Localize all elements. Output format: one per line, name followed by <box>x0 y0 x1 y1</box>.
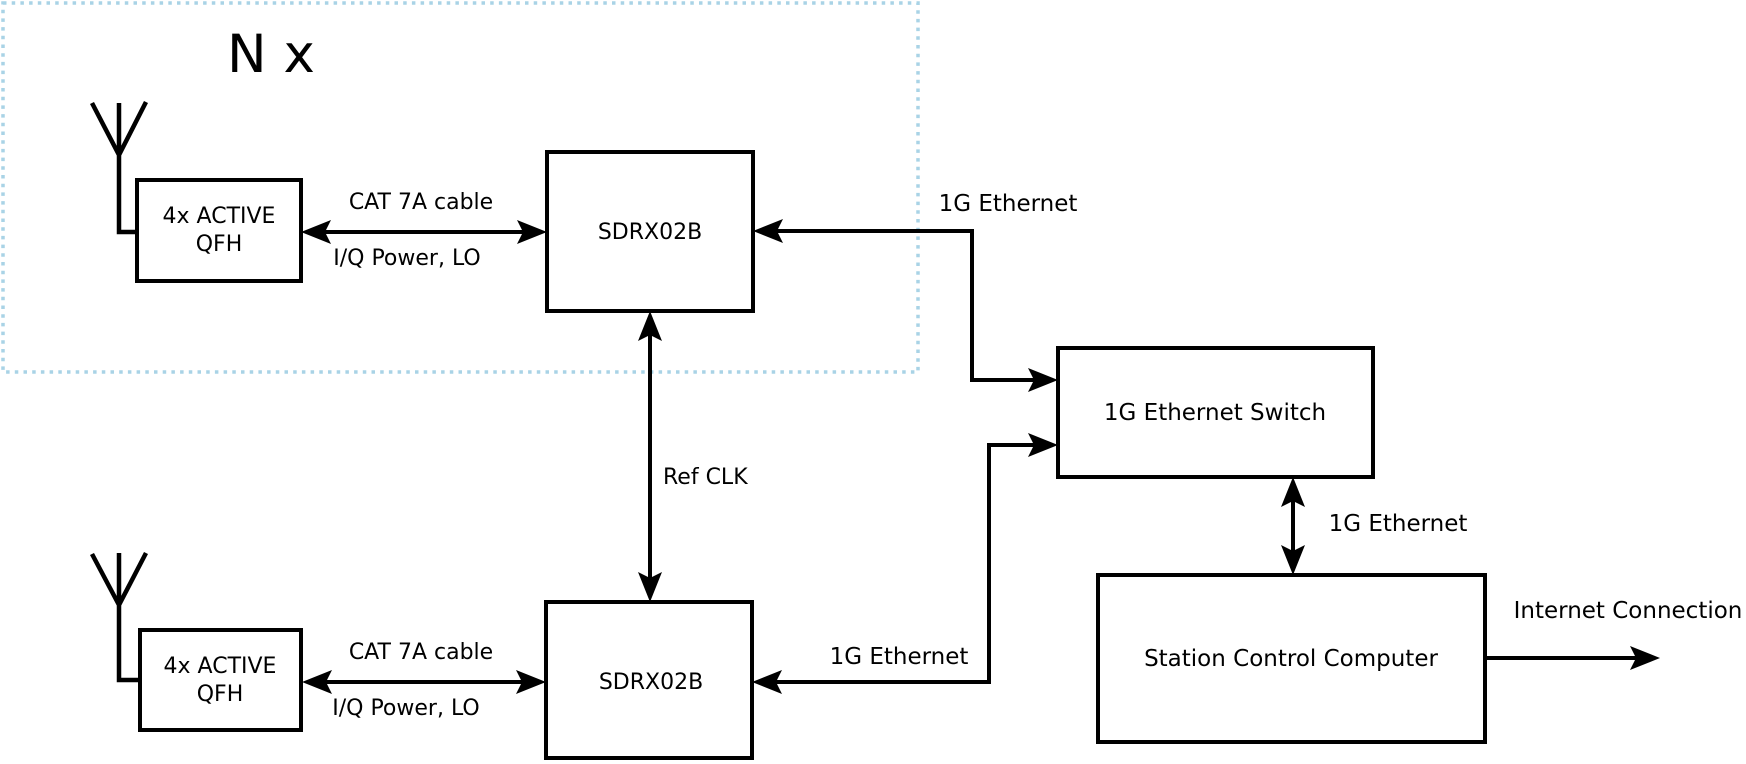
node-ethernet-switch: 1G Ethernet Switch <box>1056 346 1375 479</box>
arrowhead-up-icon <box>638 311 662 341</box>
ethernet-switch-box <box>1056 346 1375 479</box>
arrowhead-right-icon <box>517 220 547 244</box>
ethernet-switch-label: 1G Ethernet Switch <box>1104 400 1326 426</box>
arrowhead-left-icon <box>301 220 331 244</box>
arrowhead-right-icon <box>516 670 546 694</box>
connector-ethernet-bottom: 1G Ethernet <box>752 433 1058 694</box>
arrowhead-down-icon <box>1281 545 1305 575</box>
arrowhead-right-icon <box>1028 368 1058 392</box>
qfh-top-label-line2: QFH <box>196 232 243 257</box>
arrowhead-right-icon <box>1028 433 1058 457</box>
connector-cat-cable-bottom: CAT 7A cable I/Q Power, LO <box>302 640 546 721</box>
qfh-bottom-label-line2: QFH <box>197 682 244 707</box>
internet-label: Internet Connection <box>1514 598 1743 624</box>
ethernet-bottom-line <box>774 443 1036 684</box>
qfh-top-box <box>135 178 303 283</box>
arrowhead-left-icon <box>752 670 782 694</box>
sdrx-top-label: SDRX02B <box>598 220 702 245</box>
qfh-top-label-line1: 4x ACTIVE <box>163 204 276 229</box>
arrowhead-left-icon <box>302 670 332 694</box>
ethernet-switch-station-label: 1G Ethernet <box>1329 511 1468 537</box>
cluster-dotted-border <box>1 1 920 374</box>
connector-ethernet-switch-station: 1G Ethernet <box>1281 477 1467 575</box>
arrowhead-right-icon <box>1630 646 1660 670</box>
node-sdrx-bottom: SDRX02B <box>544 600 754 760</box>
node-qfh-bottom: 4x ACTIVE QFH <box>138 628 303 732</box>
arrowhead-down-icon <box>638 572 662 602</box>
iq-power-lo-bottom-label: I/Q Power, LO <box>332 696 480 721</box>
sdrx-bottom-box <box>544 600 754 760</box>
antenna-icon <box>90 551 148 683</box>
ref-clk-label: Ref CLK <box>663 465 748 490</box>
ethernet-bottom-label: 1G Ethernet <box>830 644 969 670</box>
sdrx-top-box <box>545 150 755 313</box>
station-computer-label: Station Control Computer <box>1144 646 1438 672</box>
ethernet-top-line <box>775 229 1036 382</box>
cat-cable-bottom-label: CAT 7A cable <box>349 640 493 665</box>
node-station-computer: Station Control Computer <box>1096 573 1487 744</box>
arrowhead-up-icon <box>1281 477 1305 507</box>
ethernet-top-label: 1G Ethernet <box>939 191 1078 217</box>
sdrx-bottom-label: SDRX02B <box>599 670 703 695</box>
qfh-bottom-label-line1: 4x ACTIVE <box>164 654 277 679</box>
connector-cat-cable-top: CAT 7A cable I/Q Power, LO <box>301 190 547 271</box>
connector-internet: Internet Connection <box>1485 598 1742 670</box>
cluster-multiplier-label: N x <box>227 24 315 85</box>
node-qfh-top: 4x ACTIVE QFH <box>135 178 303 283</box>
cluster-nx: N x <box>1 1 920 374</box>
node-sdrx-top: SDRX02B <box>545 150 755 313</box>
qfh-bottom-box <box>138 628 303 732</box>
iq-power-lo-top-label: I/Q Power, LO <box>333 246 481 271</box>
cat-cable-top-label: CAT 7A cable <box>349 190 493 215</box>
antenna-icon <box>90 100 149 235</box>
connector-ref-clk: Ref CLK <box>638 311 748 602</box>
arrowhead-left-icon <box>753 219 783 243</box>
connector-ethernet-top: 1G Ethernet <box>753 191 1077 392</box>
